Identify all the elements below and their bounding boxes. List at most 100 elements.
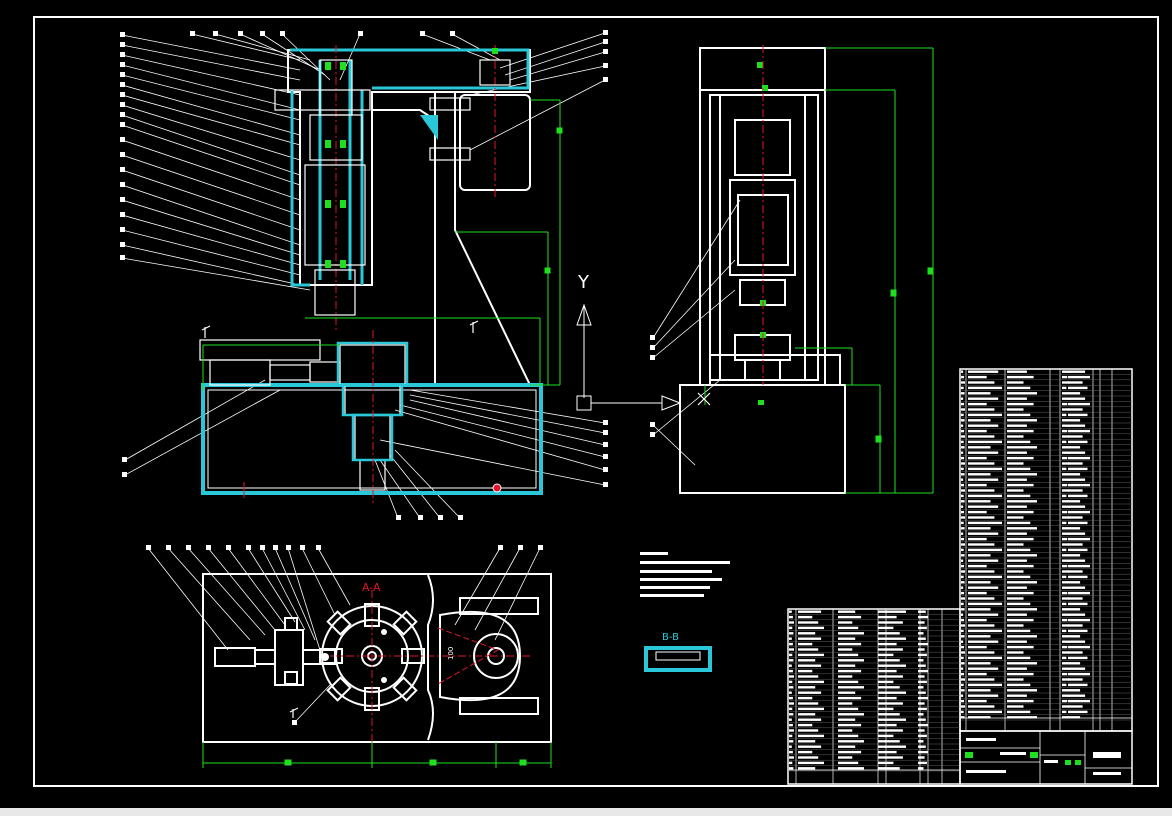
parts-cell-text <box>1062 386 1067 390</box>
plan-dim-100: 100 <box>447 647 455 660</box>
parts-cell-text <box>961 413 964 417</box>
parts-cell-text <box>968 510 987 514</box>
parts-cell-text <box>961 527 965 530</box>
parts-cell-text <box>1007 613 1027 616</box>
parts-cell-text <box>1007 446 1037 449</box>
parts-cell-text <box>1007 656 1031 660</box>
parts-cell-text <box>1007 581 1037 584</box>
parts-cell-text <box>968 516 995 519</box>
parts-cell-text <box>1068 635 1081 638</box>
side-view <box>650 45 934 494</box>
parts-cell-text <box>968 618 987 622</box>
parts-cell-text <box>961 635 965 638</box>
parts-cell-text <box>1062 446 1069 449</box>
parts-cell-text <box>789 669 793 673</box>
parts-cell-text <box>1062 419 1069 422</box>
parts-cell-text <box>1007 467 1031 471</box>
parts-cell-text <box>968 402 987 406</box>
parts-cell-text <box>1062 554 1069 557</box>
parts-cell-text <box>1062 624 1070 627</box>
parts-cell-text <box>798 767 816 770</box>
parts-cell-text <box>798 740 816 743</box>
parts-cell-text <box>1062 651 1070 654</box>
parts-cell-text <box>789 734 793 738</box>
parts-cell-text <box>1062 608 1069 611</box>
parts-cell-text <box>961 397 964 400</box>
plan-view-aa: 100 <box>146 545 552 768</box>
parts-cell-text <box>1062 645 1068 649</box>
parts-cell-text <box>1062 392 1069 395</box>
parts-cell-text <box>918 675 925 678</box>
parts-cell-text <box>1068 419 1081 422</box>
parts-cell-text <box>1068 413 1088 417</box>
parts-cell-text <box>1062 705 1070 708</box>
parts-cell-text <box>1062 473 1069 476</box>
parts-cell-text <box>1007 694 1027 697</box>
parts-cell-text <box>1068 645 1090 649</box>
parts-cell-text <box>961 473 965 476</box>
parts-cell-text <box>798 761 824 765</box>
parts-cell-text <box>961 548 964 552</box>
parts-cell-text <box>1068 510 1090 514</box>
parts-cell-text <box>1007 602 1031 606</box>
parts-cell-text <box>961 370 964 373</box>
parts-cell-text <box>838 626 859 630</box>
parts-cell-text <box>961 429 965 433</box>
parts-cell-text <box>1007 505 1027 508</box>
projection-arrow <box>576 303 682 411</box>
parts-cell-text <box>961 575 964 579</box>
parts-cell-text <box>918 756 925 759</box>
parts-cell-text <box>798 691 822 694</box>
parts-cell-text <box>968 699 987 703</box>
parts-cell-text <box>1068 629 1088 633</box>
parts-cell-text <box>918 723 928 727</box>
parts-cell-text <box>961 564 965 568</box>
parts-cell-text <box>838 686 864 689</box>
parts-cell-text <box>838 664 856 667</box>
parts-cell-text <box>789 648 794 651</box>
parts-cell-text <box>1068 699 1090 703</box>
parts-cell-text <box>968 473 991 476</box>
parts-cell-text <box>1007 381 1024 384</box>
parts-cell-text <box>1068 424 1086 427</box>
parts-cell-text <box>838 729 853 732</box>
parts-cell-text <box>789 686 794 689</box>
parts-cell-text <box>1062 527 1069 530</box>
parts-cell-text <box>968 662 991 665</box>
parts-cell-text <box>1068 672 1090 676</box>
parts-cell-text <box>1062 689 1069 692</box>
parts-cell-text <box>1007 537 1034 541</box>
parts-cell-text <box>789 659 794 662</box>
parts-cell-text <box>1062 575 1067 579</box>
parts-list-lower-rows <box>788 610 960 772</box>
parts-cell-text <box>918 637 926 640</box>
parts-list-upper <box>959 368 1133 732</box>
parts-cell-text <box>878 610 906 613</box>
parts-cell-text <box>789 680 793 684</box>
parts-cell-text <box>918 767 924 770</box>
parts-cell-text <box>838 734 859 738</box>
parts-cell-text <box>968 591 987 595</box>
parts-cell-text <box>968 602 1002 606</box>
parts-cell-text <box>1068 548 1088 552</box>
parts-cell-text <box>1068 716 1081 719</box>
parts-cell-text <box>798 723 813 727</box>
parts-cell-text <box>1068 656 1088 660</box>
parts-cell-text <box>968 451 999 454</box>
parts-cell-text <box>1007 386 1031 390</box>
parts-cell-text <box>918 702 925 705</box>
parts-cell-text <box>1007 624 1024 627</box>
parts-cell-text <box>1068 408 1083 411</box>
parts-cell-text <box>1007 500 1037 503</box>
parts-cell-text <box>968 575 1002 579</box>
parts-cell-text <box>878 615 897 619</box>
parts-cell-text <box>1007 629 1031 633</box>
parts-cell-text <box>968 435 995 438</box>
parts-cell-text <box>1007 419 1037 422</box>
parts-cell-text <box>961 581 965 584</box>
parts-cell-text <box>1007 554 1037 557</box>
parts-cell-text <box>838 723 862 727</box>
parts-cell-text <box>1062 656 1067 660</box>
parts-cell-text <box>1007 678 1024 681</box>
parts-cell-text <box>1068 705 1083 708</box>
